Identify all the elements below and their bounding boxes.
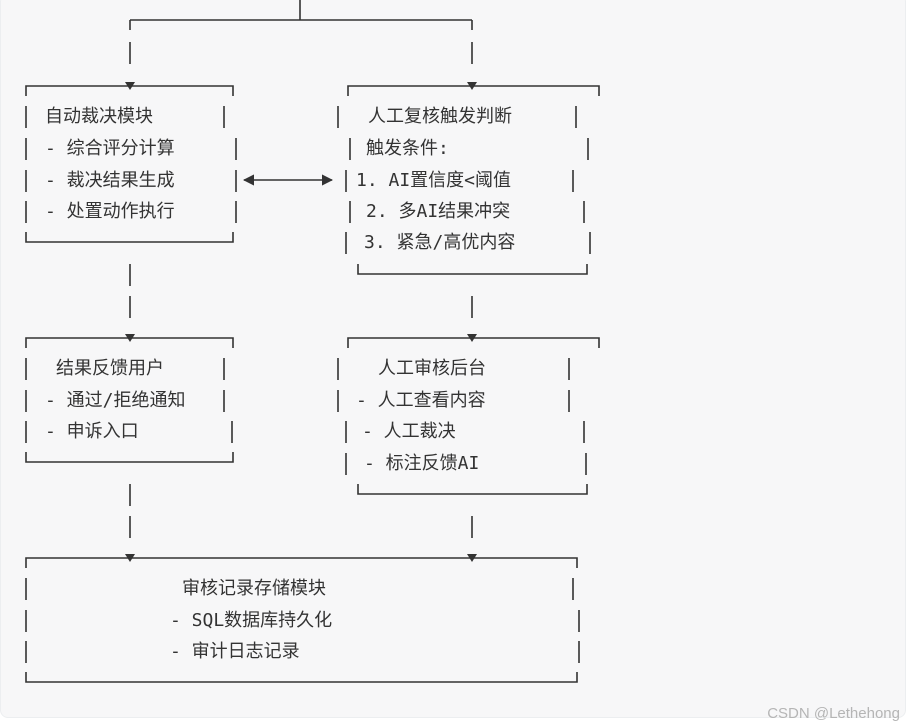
result-feedback-item: - 申诉入口	[45, 421, 139, 442]
manual-trigger-condition-label: 触发条件:	[366, 138, 449, 159]
manual-trigger-box-bottom	[357, 264, 588, 275]
storage-item: - 审计日志记录	[170, 641, 300, 662]
manual-trigger-item: 1. AI置信度<阈值	[356, 170, 512, 191]
storage-box-top	[25, 557, 578, 568]
auto-judge-title: 自动裁决模块	[45, 106, 153, 127]
manual-trigger-item: 3. 紧急/高优内容	[364, 232, 516, 253]
arrowhead	[125, 334, 135, 342]
manual-trigger-title: 人工复核触发判断	[368, 106, 512, 127]
manual-review-item: - 标注反馈AI	[364, 453, 480, 474]
arrowhead	[125, 554, 135, 562]
manual-review-box-bottom	[357, 484, 588, 495]
storage-item: - SQL数据库持久化	[170, 610, 333, 631]
result-feedback-title: 结果反馈用户	[56, 358, 164, 379]
auto-judge-box-bottom	[25, 232, 234, 243]
arrowhead	[467, 554, 477, 562]
storage-title: 审核记录存储模块	[182, 578, 326, 599]
auto-judge-item: - 综合评分计算	[45, 138, 175, 159]
arrowhead	[467, 82, 477, 90]
watermark: CSDN @Lethehong	[767, 705, 900, 722]
arrowhead	[125, 82, 135, 90]
auto-judge-item: - 裁决结果生成	[45, 170, 175, 191]
arrowhead	[467, 334, 477, 342]
manual-trigger-item: 2. 多AI结果冲突	[366, 201, 511, 222]
manual-review-item: - 人工裁决	[362, 421, 456, 442]
manual-review-title: 人工审核后台	[378, 358, 486, 379]
storage-box-bottom	[25, 672, 578, 683]
result-feedback-item: - 通过/拒绝通知	[45, 390, 186, 411]
result-feedback-box-bottom	[25, 452, 234, 463]
auto-judge-item: - 处置动作执行	[45, 201, 175, 222]
manual-review-item: - 人工查看内容	[356, 390, 486, 411]
